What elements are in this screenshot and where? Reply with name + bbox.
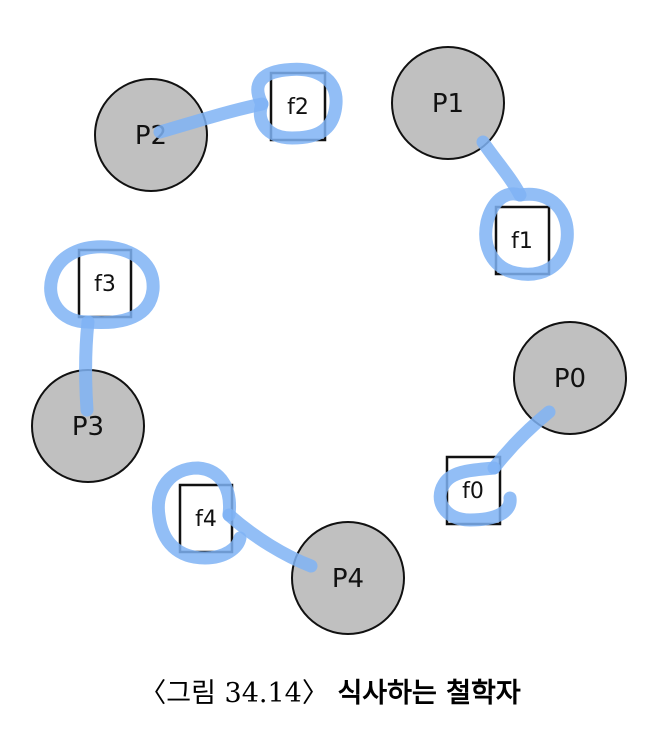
caption-prefix: 〈그림 34.14〉: [139, 678, 329, 709]
fork-label: f0: [462, 479, 484, 504]
highlight-loop-f3: [44, 240, 160, 330]
philosopher-label: P0: [554, 364, 586, 394]
fork-label: f3: [94, 272, 116, 297]
highlight-loop-f2: [251, 62, 343, 145]
highlight-stroke-p0-f0: [487, 405, 556, 475]
highlight-stroke-p4-f4: [222, 508, 318, 573]
fork-label: f2: [287, 95, 309, 120]
philosopher-p1: P1: [391, 46, 505, 160]
philosopher-label: P1: [432, 89, 464, 119]
highlight-annotations: [44, 62, 574, 573]
philosopher-circle: [94, 78, 208, 192]
philosopher-p0: P0: [513, 321, 627, 435]
philosopher-p4: P4: [291, 521, 405, 635]
philosopher-label: P3: [72, 412, 104, 442]
philosopher-p2: P2: [94, 78, 208, 192]
dining-philosophers-diagram: P2 P1 P0 P3 P4 f2 f1 f3 f0 f4: [31, 46, 627, 635]
figure-caption: 〈그림 34.14〉 식사하는 철학자: [0, 664, 660, 724]
fork-f3: f3: [77, 248, 133, 319]
highlight-stroke-p2-f2: [153, 97, 269, 139]
philosopher-circle: [513, 321, 627, 435]
highlight-loop-f4: [151, 461, 247, 565]
fork-label: f1: [511, 229, 533, 254]
caption-title: 식사하는 철학자: [337, 678, 521, 709]
highlight-loop-f1: [479, 187, 574, 281]
highlight-stroke-p3-f3: [79, 315, 95, 417]
philosopher-label: P4: [332, 564, 364, 594]
highlight-stroke-p1-f1: [476, 135, 527, 202]
philosopher-circle: [391, 46, 505, 160]
fork-label: f4: [195, 507, 217, 532]
highlight-loop-f0: [433, 461, 517, 527]
philosopher-circle: [291, 521, 405, 635]
